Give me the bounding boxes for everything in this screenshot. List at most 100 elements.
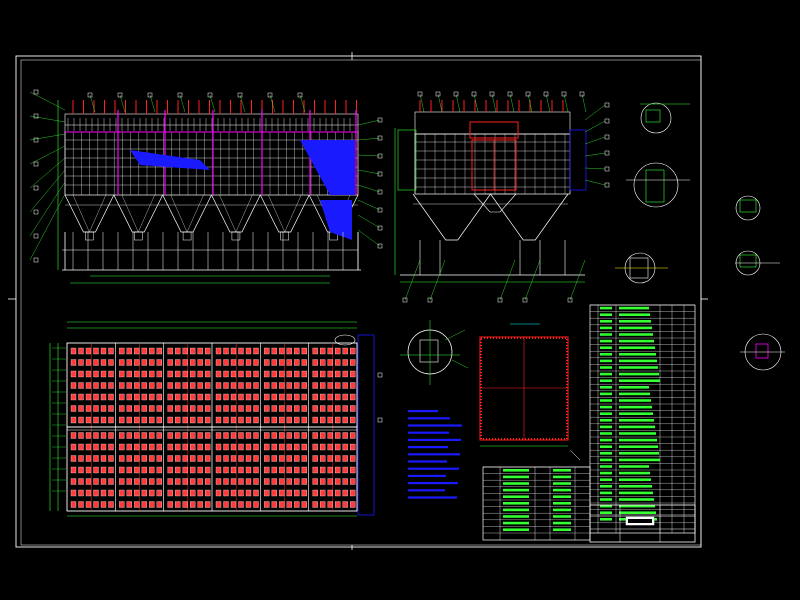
filter-bag <box>190 455 196 462</box>
leader-line <box>239 94 246 113</box>
filter-bag <box>312 489 318 497</box>
filter-bag <box>149 455 155 462</box>
filter-bag <box>223 347 229 355</box>
filter-bag <box>156 455 162 462</box>
filter-bag <box>126 359 132 366</box>
parts-entry <box>619 372 659 376</box>
filter-bag <box>350 347 356 355</box>
filter-bag <box>342 489 348 497</box>
filter-bag <box>108 432 114 439</box>
filter-bag <box>70 478 77 485</box>
filter-bag <box>264 501 270 508</box>
filter-bag <box>350 382 356 389</box>
filter-bag <box>156 432 162 439</box>
leader-tag <box>525 91 531 97</box>
filter-bag <box>100 359 107 366</box>
inlet-flange <box>334 334 356 346</box>
filter-bag <box>197 466 203 474</box>
side-ladder <box>397 129 417 191</box>
filter-bag <box>238 393 244 401</box>
parts-entry <box>619 366 658 369</box>
filter-bag <box>149 359 155 366</box>
hopper <box>64 194 115 233</box>
filter-bag <box>167 370 173 378</box>
parts-entry <box>600 478 612 481</box>
filter-bag <box>253 501 259 508</box>
filter-bag <box>253 489 259 497</box>
leader-tag <box>177 92 183 98</box>
leader-tag <box>543 91 549 97</box>
parts-entry <box>619 498 654 501</box>
filter-bag <box>108 382 114 389</box>
parts-entry <box>619 471 650 475</box>
filter-bag <box>223 478 229 485</box>
parts-entry <box>600 485 612 488</box>
filter-bag <box>78 478 84 485</box>
filter-bag <box>335 347 341 355</box>
filter-bag <box>271 466 277 474</box>
bill-table <box>482 466 591 541</box>
filter-bag <box>253 370 259 378</box>
filter-bag <box>175 455 181 462</box>
filter-bag <box>335 478 341 485</box>
filter-bag <box>215 443 222 451</box>
filter-bag <box>253 443 259 451</box>
filter-bag <box>294 466 300 474</box>
filter-bag <box>78 432 84 439</box>
filter-bag <box>141 489 147 497</box>
filter-bag <box>167 347 173 355</box>
filter-bag <box>190 489 196 497</box>
filter-bag <box>335 443 341 451</box>
filter-bag <box>205 432 211 439</box>
filter-bag <box>156 382 162 389</box>
leader-line <box>89 94 96 113</box>
leader-tag <box>604 150 610 156</box>
filter-bag <box>175 489 181 497</box>
filter-bag <box>182 370 188 378</box>
filter-bag <box>312 432 318 439</box>
filter-bag <box>197 382 203 389</box>
blue-fill <box>130 150 210 170</box>
filter-bag <box>271 432 277 439</box>
filter-bag <box>279 359 285 366</box>
filter-bag <box>245 478 252 485</box>
filter-bag <box>78 466 84 474</box>
leader-tag <box>435 91 441 97</box>
filter-bag <box>342 382 348 389</box>
filter-bag <box>312 370 318 378</box>
filter-bag <box>279 347 285 355</box>
note-line <box>408 474 446 477</box>
filter-bag <box>190 416 196 424</box>
leader-line <box>29 169 66 213</box>
filter-bag <box>253 405 259 412</box>
filter-bag <box>230 382 237 389</box>
filter-bag <box>301 501 307 508</box>
leader-line <box>455 93 461 113</box>
filter-bag <box>182 501 188 508</box>
filter-bag <box>264 416 270 424</box>
filter-bag <box>108 405 114 412</box>
filter-bag <box>205 359 211 366</box>
filter-bag <box>238 359 244 366</box>
filter-bag <box>312 416 318 424</box>
bill-entry <box>553 528 571 531</box>
leader-line <box>584 136 606 145</box>
discharge-valve <box>280 231 289 241</box>
parts-entry <box>600 445 612 448</box>
leader-tag <box>33 185 39 191</box>
filter-bag <box>245 466 252 474</box>
filter-bag <box>126 455 132 462</box>
filter-bag <box>93 478 99 485</box>
filter-bag <box>271 359 277 366</box>
filter-bag <box>119 347 125 355</box>
parts-entry <box>619 359 657 363</box>
hopper <box>162 194 212 233</box>
filter-bag <box>264 466 270 474</box>
filter-bag <box>175 416 181 424</box>
filter-bag <box>119 405 125 412</box>
filter-bag <box>279 393 285 401</box>
filter-bag <box>335 359 341 366</box>
filter-bag <box>85 455 92 462</box>
filter-bag <box>238 443 244 451</box>
